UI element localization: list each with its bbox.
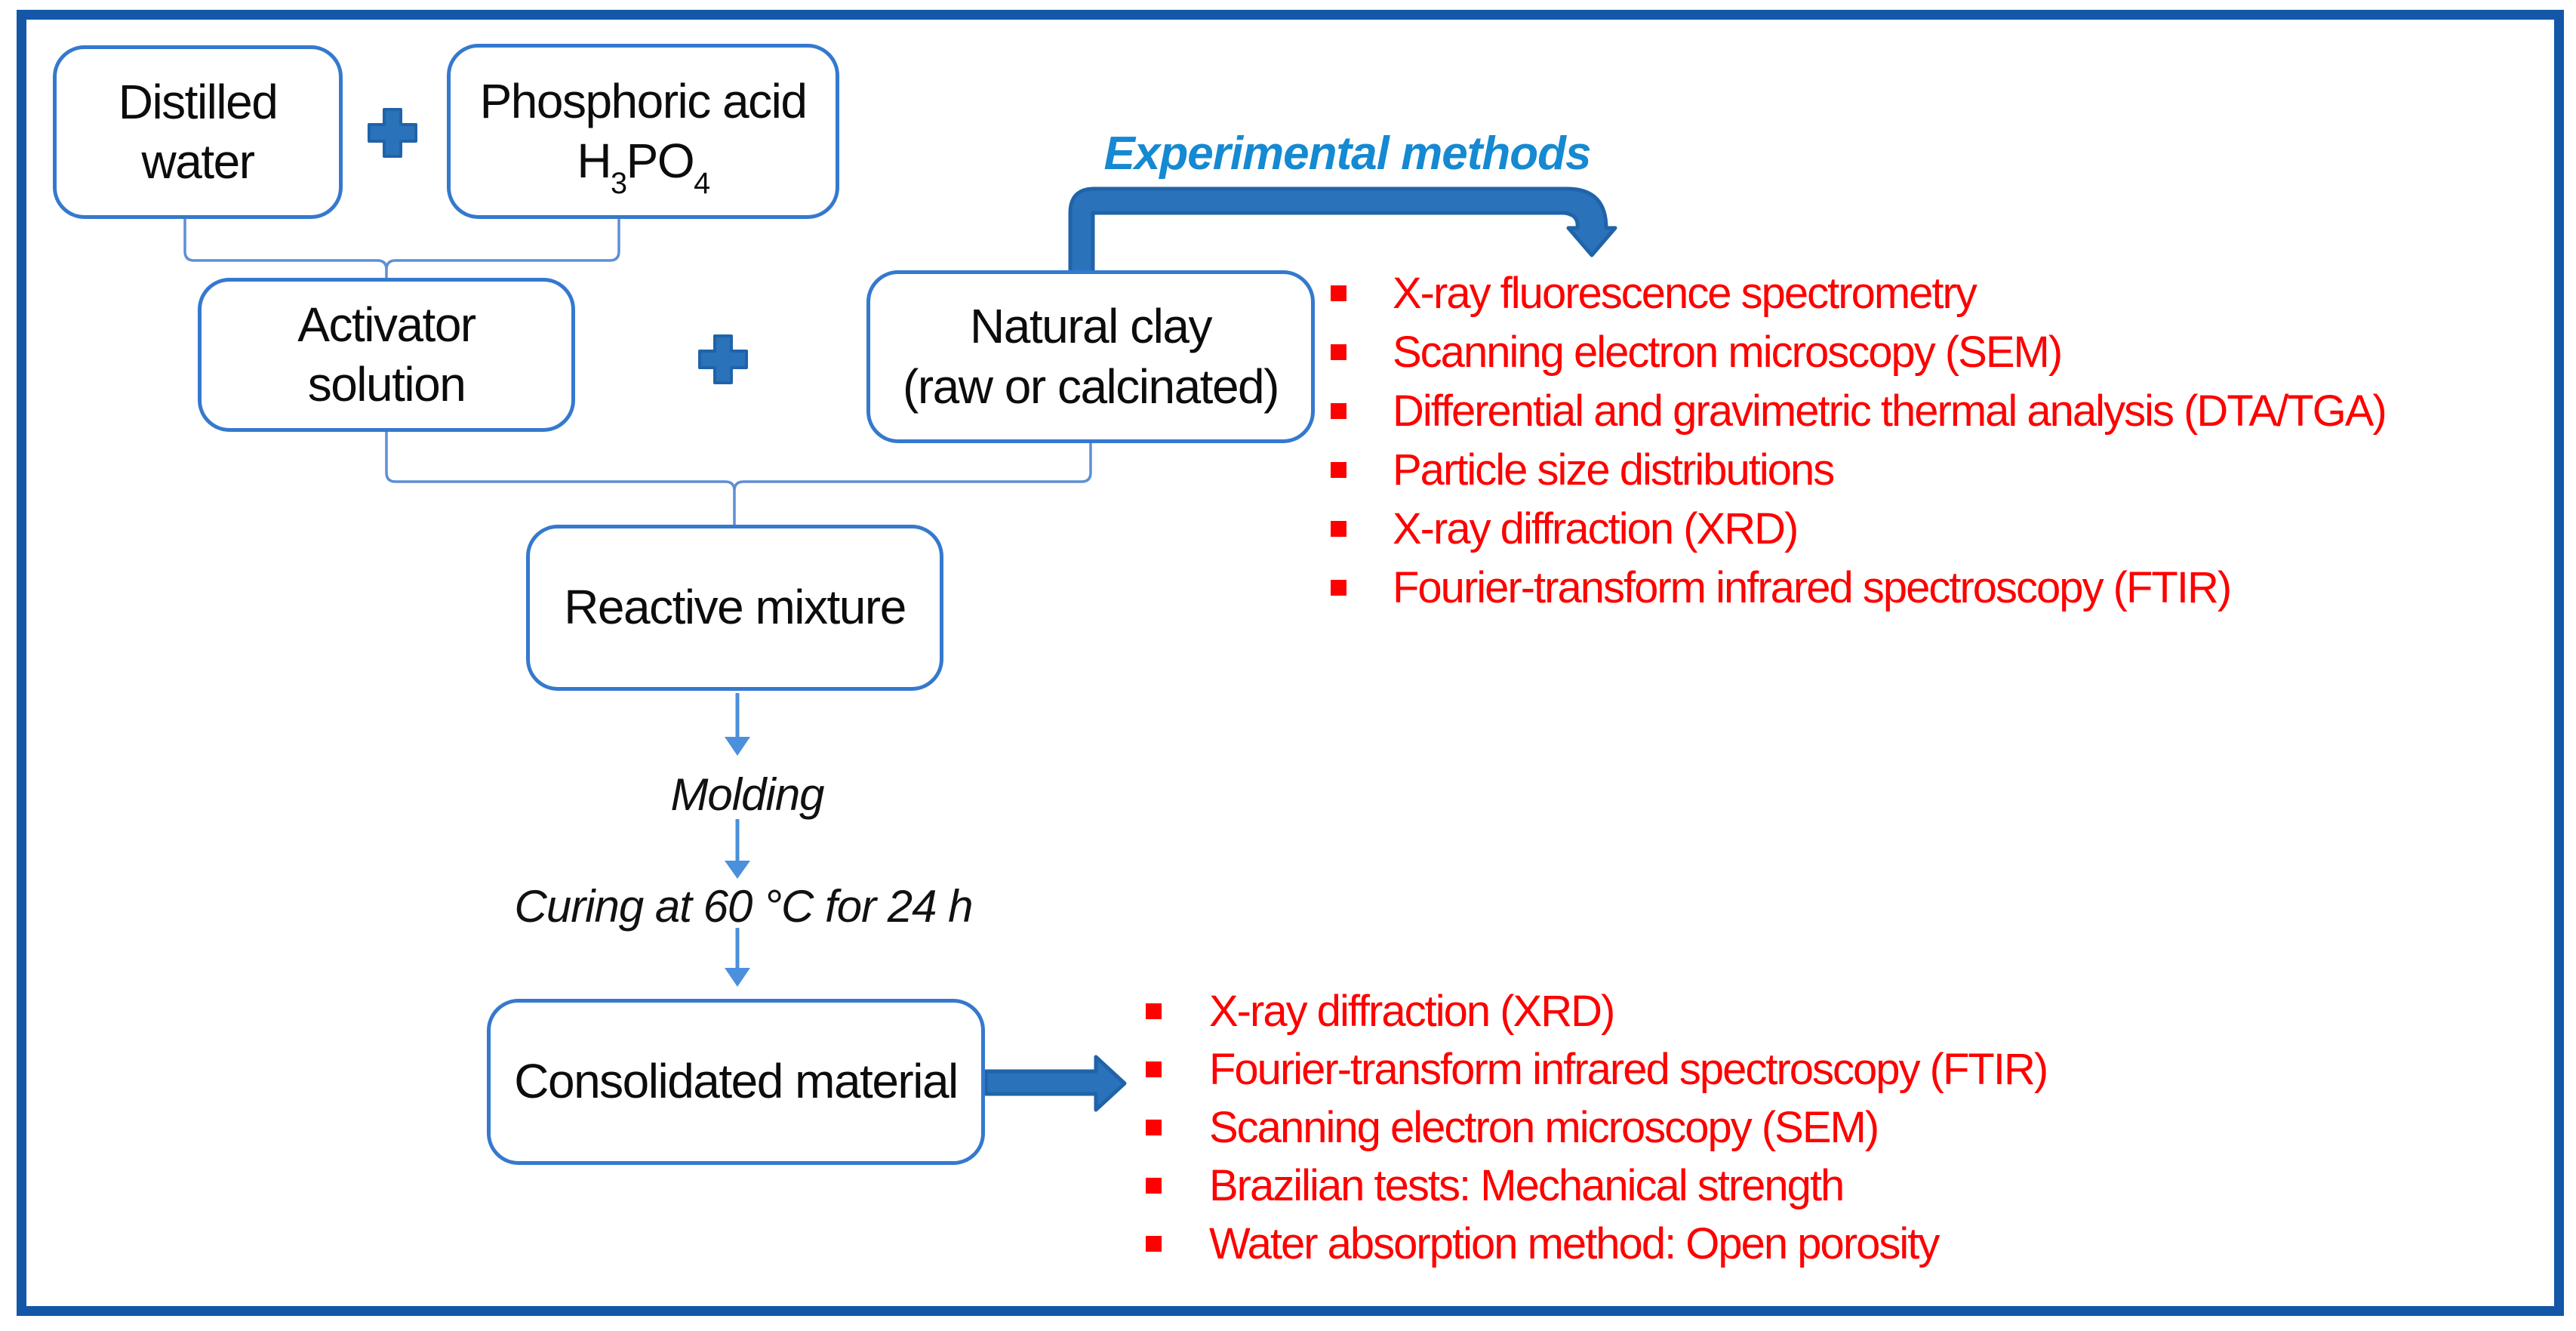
- method-item-label: Fourier-transform infrared spectroscopy …: [1209, 1045, 2048, 1094]
- bullet-square-icon: [1331, 344, 1346, 360]
- method-item: X-ray diffraction (XRD): [1146, 982, 2047, 1040]
- node-label: water: [141, 134, 256, 189]
- plus-icon: [368, 108, 417, 158]
- method-item-label: Water absorption method: Open porosity: [1209, 1219, 1940, 1268]
- plus-icon: [698, 334, 748, 384]
- formula-element: H: [577, 134, 611, 188]
- merge-brace-top-icon: [183, 217, 620, 282]
- method-item-label: X-ray diffraction (XRD): [1209, 987, 1615, 1036]
- method-item: Water absorption method: Open porosity: [1146, 1215, 2047, 1273]
- method-item: X-ray fluorescence spectrometry: [1331, 263, 2386, 322]
- bullet-square-icon: [1331, 402, 1346, 419]
- consolidated-methods-list: X-ray diffraction (XRD) Fourier-transfor…: [1146, 982, 2048, 1273]
- method-item: X-ray diffraction (XRD): [1331, 499, 2386, 558]
- method-item: Particle size distributions: [1331, 440, 2386, 499]
- method-item-label: Fourier-transform infrared spectroscopy …: [1393, 562, 2232, 612]
- node-label: Consolidated material: [514, 1054, 959, 1109]
- right-arrow-icon: [983, 1055, 1127, 1112]
- method-item: Differential and gravimetric thermal ana…: [1331, 381, 2387, 440]
- node-phosphoric-acid: Phosphoric acid H3PO4: [447, 44, 839, 219]
- experimental-methods-heading: Experimental methods: [1103, 128, 1592, 180]
- bullet-square-icon: [1146, 1120, 1162, 1135]
- node-reactive-mixture: Reactive mixture: [526, 525, 943, 691]
- method-item-label: X-ray diffraction (XRD): [1393, 504, 1799, 553]
- method-item: Scanning electron microscopy (SEM): [1146, 1098, 2047, 1157]
- node-activator-solution: Activator solution: [198, 278, 575, 432]
- method-item-label: Scanning electron microscopy (SEM): [1209, 1103, 1879, 1152]
- bullet-square-icon: [1146, 1061, 1162, 1077]
- method-item-label: Differential and gravimetric thermal ana…: [1393, 386, 2387, 436]
- bullet-square-icon: [1331, 461, 1346, 478]
- node-natural-clay: Natural clay (raw or calcinated): [866, 270, 1315, 443]
- clay-methods-list: X-ray fluorescence spectrometry Scanning…: [1331, 263, 2387, 617]
- method-item-label: Scanning electron microscopy (SEM): [1393, 327, 2063, 377]
- node-label: Distilled: [118, 74, 279, 129]
- bullet-square-icon: [1146, 1003, 1162, 1019]
- formula-subscript: 4: [694, 166, 710, 200]
- node-label: solution: [307, 357, 466, 411]
- node-label: Activator: [297, 297, 476, 352]
- bullet-square-icon: [1146, 1178, 1162, 1194]
- molding-step-label: Molding: [670, 769, 824, 820]
- method-item-label: Particle size distributions: [1393, 445, 1835, 495]
- curing-step-label: Curing at 60 °C for 24 h: [514, 881, 974, 932]
- method-item: Scanning electron microscopy (SEM): [1331, 322, 2386, 381]
- node-label: Reactive mixture: [564, 580, 906, 635]
- down-arrow-icon: [725, 819, 750, 879]
- node-consolidated-material: Consolidated material: [487, 999, 985, 1165]
- node-distilled-water: Distilled water: [53, 45, 343, 219]
- node-label: Natural clay: [970, 299, 1212, 354]
- down-arrow-icon: [725, 928, 750, 987]
- bullet-square-icon: [1331, 285, 1346, 301]
- method-item-label: Brazilian tests: Mechanical strength: [1209, 1161, 1845, 1210]
- bullet-square-icon: [1331, 579, 1346, 596]
- chemical-formula: H3PO4: [577, 131, 710, 198]
- bullet-square-icon: [1331, 520, 1346, 537]
- bullet-square-icon: [1146, 1236, 1162, 1252]
- formula-element: PO: [626, 134, 695, 188]
- elbow-arrow-icon: [1068, 186, 1617, 277]
- method-item-label: X-ray fluorescence spectrometry: [1393, 268, 1977, 318]
- node-label: Phosphoric acid: [479, 73, 808, 128]
- down-arrow-icon: [725, 693, 750, 756]
- node-label: (raw or calcinated): [903, 359, 1279, 414]
- method-item: Fourier-transform infrared spectroscopy …: [1331, 558, 2386, 617]
- formula-subscript: 3: [611, 166, 627, 200]
- merge-brace-middle-icon: [385, 429, 1092, 530]
- method-item: Brazilian tests: Mechanical strength: [1146, 1157, 2047, 1215]
- method-item: Fourier-transform infrared spectroscopy …: [1146, 1040, 2048, 1098]
